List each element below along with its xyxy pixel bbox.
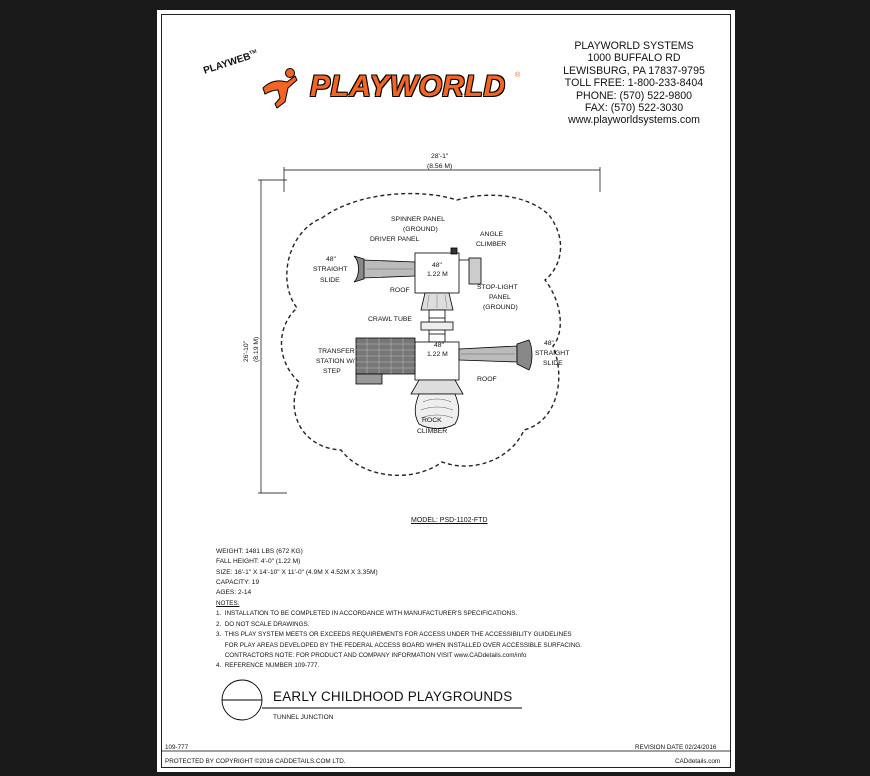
label-slide2-in: 48" — [544, 340, 554, 347]
label-climber-1: CLIMBER — [476, 241, 507, 248]
note-item: 1. INSTALLATION TO BE COMPLETED IN ACCOR… — [216, 610, 518, 618]
drawing-svg — [161, 68, 731, 752]
roof-lower — [410, 379, 464, 395]
label-deck2-m: 1.22 M — [427, 351, 448, 358]
label-panel: PANEL — [489, 294, 511, 301]
note-item: CONTRACTORS NOTE: FOR PRODUCT AND COMPAN… — [216, 652, 527, 660]
label-ground-2: (GROUND) — [483, 304, 518, 311]
playworld-logo: PLAYWORLD — [310, 70, 506, 103]
spec-size: SIZE: 16'-1" X 14'-10" X 11'-0" (4.9M X … — [216, 568, 378, 576]
label-rock: ROCK — [422, 417, 442, 424]
company-address1: 1000 BUFFALO RD — [587, 52, 681, 65]
height-m: (8.19 M) — [253, 336, 260, 362]
rock-climber — [414, 393, 460, 429]
notes-list: NOTES: 1. INSTALLATION TO BE COMPLETED I… — [216, 599, 582, 672]
company-tollfree: TOLL FREE: 1-800-233-8404 — [564, 77, 704, 90]
note-item: 4. REFERENCE NUMBER 109-777. — [216, 662, 320, 670]
spec-capacity: CAPACITY: 19 — [216, 578, 260, 586]
note-item: 2. DO NOT SCALE DRAWINGS. — [216, 620, 310, 628]
label-crawl-tube: CRAWL TUBE — [368, 316, 412, 323]
label-angle: ANGLE — [480, 231, 504, 238]
deck-upper — [414, 252, 460, 294]
label-deck2-in: 48" — [434, 342, 444, 349]
company-fax: FAX: (570) 522-3030 — [584, 102, 684, 115]
label-deck1-m: 1.22 M — [427, 271, 448, 278]
registered-mark: ® — [515, 72, 521, 79]
company-info: PLAYWORLD SYSTEMS 1000 BUFFALO RD LEWISB… — [529, 40, 739, 127]
drawing-title: EARLY CHILDHOOD PLAYGROUNDS — [273, 689, 513, 704]
specs-list: WEIGHT: 1481 LBS (672 KG) FALL HEIGHT: 4… — [216, 547, 378, 598]
height-dimension — [258, 179, 287, 494]
label-ground-1: (GROUND) — [403, 226, 438, 233]
caddetails-link[interactable]: CADdetails.com — [675, 758, 721, 765]
label-station: STATION W/ — [316, 358, 355, 365]
note-item: FOR PLAY AREAS DEVELOPED BY THE FEDERAL … — [216, 641, 582, 649]
spec-weight: WEIGHT: 1481 LBS (672 KG) — [216, 548, 303, 555]
label-slide1-slide: SLIDE — [320, 277, 340, 284]
label-slide1-straight: STRAIGHT — [313, 266, 348, 273]
reference-number: 109-777 — [165, 744, 189, 751]
height-ft: 26'-10" — [243, 340, 250, 362]
drawing-sheet: PLAYWEBTM — [157, 10, 735, 772]
label-slide2-slide: SLIDE — [543, 360, 563, 367]
label-deck1-in: 48" — [432, 262, 442, 269]
playworld-figure-icon — [262, 68, 298, 109]
angle-climber — [468, 257, 482, 285]
label-slide1-in: 48" — [326, 256, 336, 263]
company-phone: PHONE: (570) 522-9800 — [575, 89, 692, 102]
label-driver-panel: DRIVER PANEL — [370, 236, 420, 243]
company-name: PLAYWORLD SYSTEMS — [574, 40, 694, 52]
spec-fall-height: FALL HEIGHT: 4'-0" (1.22 M) — [216, 558, 301, 566]
use-zone-boundary — [280, 192, 562, 477]
label-stop-light: STOP-LIGHT — [477, 284, 518, 291]
label-slide2-straight: STRAIGHT — [535, 350, 570, 357]
revision-date: REVISION DATE 02/24/2016 — [635, 744, 717, 751]
width-m: (8.56 M) — [427, 163, 453, 170]
company-website[interactable]: www.playworldsystems.com — [568, 114, 700, 127]
sheet-border — [161, 14, 731, 768]
width-dimension — [283, 167, 601, 192]
copyright: PROTECTED BY COPYRIGHT ©2016 CADDETAILS.… — [165, 758, 346, 765]
drawing-subtitle: TUNNEL JUNCTION — [273, 714, 334, 721]
company-address2: LEWISBURG, PA 17837-9795 — [563, 64, 705, 77]
label-step: STEP — [323, 368, 341, 375]
notes-heading: NOTES: — [216, 600, 240, 607]
play-structure — [353, 247, 533, 429]
model-number: MODEL: PSD-1102-FTD — [411, 517, 488, 524]
deck-lower — [414, 341, 460, 381]
title-symbol — [221, 679, 522, 721]
label-transfer: TRANSFER — [318, 348, 355, 355]
label-climber-2: CLIMBER — [417, 428, 448, 435]
width-ft: 28'-1" — [431, 153, 449, 160]
label-roof-1: ROOF — [390, 287, 410, 294]
note-item: 3. THIS PLAY SYSTEM MEETS OR EXCEEDS REQ… — [216, 631, 572, 639]
label-spinner-panel: SPINNER PANEL — [391, 216, 445, 223]
spec-ages: AGES: 2-14 — [216, 589, 252, 597]
label-roof-2: ROOF — [477, 376, 497, 383]
